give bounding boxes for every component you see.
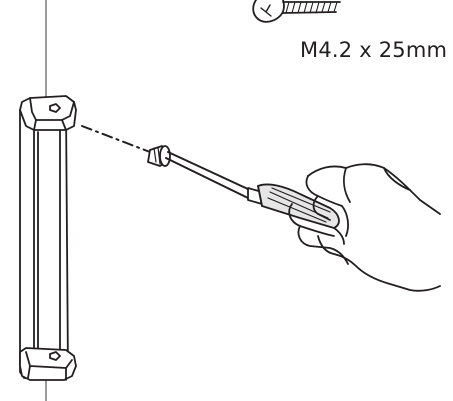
alignment-line xyxy=(81,125,151,153)
driven-screw-icon xyxy=(147,145,171,167)
mounting-bracket-icon xyxy=(19,95,77,381)
hand-icon xyxy=(288,163,441,292)
screw-icon xyxy=(252,0,341,23)
screwdriver-icon xyxy=(165,151,340,229)
screw-spec-label: M4.2 x 25mm xyxy=(300,38,448,62)
